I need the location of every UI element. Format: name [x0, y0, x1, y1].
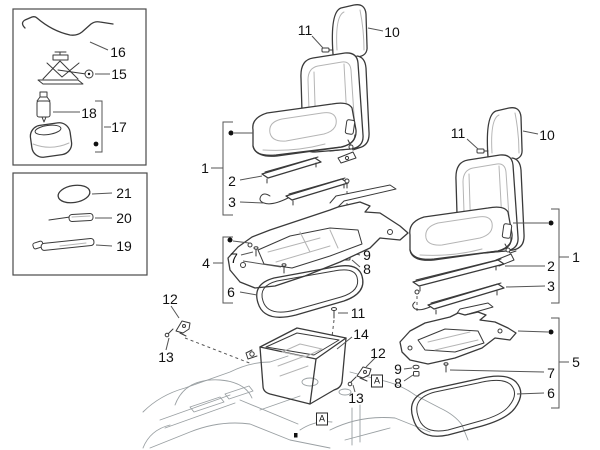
- compressor-canister-drawing: [29, 100, 111, 158]
- floor-pan: [142, 355, 469, 449]
- center-headrest-screw: [321, 47, 334, 53]
- callout-11-center: 11: [297, 22, 313, 38]
- screwdriver-drawing: [48, 213, 112, 222]
- callout-7-center: 7: [230, 250, 238, 266]
- callout-3-center: 3: [228, 194, 236, 210]
- callout-8-right: 8: [394, 375, 402, 391]
- center-seat-cushion: [252, 102, 357, 157]
- callout-18: 18: [81, 105, 97, 121]
- callout-21: 21: [116, 185, 132, 201]
- callout-20: 20: [116, 210, 132, 226]
- screw-11-bottom: [331, 307, 348, 338]
- right-seat: [409, 107, 548, 267]
- sealant-bottle-drawing: [36, 91, 80, 123]
- bracket-12-left: [170, 305, 191, 337]
- callout-12-right: 12: [370, 345, 386, 361]
- callout-6-center: 6: [227, 284, 235, 300]
- dashed-guide-left: [184, 337, 253, 365]
- callout-11-right: 11: [450, 125, 466, 141]
- nut-8-right: [403, 371, 420, 382]
- callout-6-right: 6: [547, 385, 555, 401]
- callout-12-left: 12: [162, 291, 178, 307]
- detail-marker-a-floor: A: [315, 412, 329, 426]
- right-seat-cushion: [409, 206, 513, 261]
- callout-5: 5: [572, 354, 580, 370]
- washer-9-right: [403, 364, 420, 370]
- seat-rail-2-right: [412, 258, 545, 312]
- toolkit-box-jack: [12, 8, 147, 166]
- leader-10-center: [367, 27, 384, 32]
- callout-7-right: 7: [547, 365, 555, 381]
- wheel-brace-drawing: [21, 16, 114, 51]
- callout-13-right: 13: [348, 390, 364, 406]
- seat-base-frame-right: [399, 302, 517, 365]
- toolkit-box-tools: [12, 172, 148, 276]
- leader-11-center: [311, 35, 324, 49]
- storage-bin: [245, 327, 353, 405]
- screws-7-center: [240, 246, 287, 274]
- gasket-6-right: [410, 375, 545, 437]
- bracket-1-right: [548, 208, 569, 304]
- callout-17: 17: [111, 119, 127, 135]
- callout-9-center: 9: [363, 247, 371, 263]
- gasket-6-center: [239, 265, 364, 318]
- callout-1-center: 1: [201, 160, 209, 176]
- jack-handle-drawing: [32, 237, 113, 251]
- callout-9-right: 9: [394, 361, 402, 377]
- callout-2-center: 2: [228, 173, 236, 189]
- right-headrest-screw: [476, 148, 489, 154]
- scissor-jack-drawing: [37, 51, 110, 85]
- callout-8-center: 8: [363, 261, 371, 277]
- bracket-1-center: [211, 121, 253, 216]
- callout-19: 19: [116, 238, 132, 254]
- bracket-5-right: [517, 317, 569, 409]
- callout-4: 4: [202, 255, 210, 271]
- center-seat: [252, 4, 384, 164]
- floor-reference-mark: [294, 433, 298, 438]
- bracket-12-right: [356, 357, 376, 382]
- callout-16: 16: [110, 44, 126, 60]
- seal-ring-drawing: [57, 184, 113, 204]
- callout-11-bottom: 11: [350, 305, 366, 321]
- leader-11-right: [466, 138, 479, 150]
- seat-rail-3-right: [412, 282, 546, 315]
- screw-7-right: [443, 362, 545, 373]
- callout-14: 14: [353, 326, 369, 342]
- screw-13-left: [164, 328, 174, 351]
- callout-1-right: 1: [572, 249, 580, 265]
- bracket-4-center: [213, 236, 250, 304]
- callout-10-center: 10: [384, 24, 400, 40]
- seat-rail-2-center: [239, 156, 322, 184]
- detail-marker-a-bracket: A: [370, 374, 384, 388]
- callout-15: 15: [111, 66, 127, 82]
- callout-10-right: 10: [539, 127, 555, 143]
- seat-base-frame-center: [227, 184, 409, 289]
- callout-13-left: 13: [158, 349, 174, 365]
- center-recliner-mechanism: [337, 119, 360, 164]
- screw-13-right: [347, 376, 357, 393]
- callout-3-right: 3: [547, 278, 555, 294]
- leader-10-right: [522, 130, 539, 135]
- callout-2-right: 2: [547, 258, 555, 274]
